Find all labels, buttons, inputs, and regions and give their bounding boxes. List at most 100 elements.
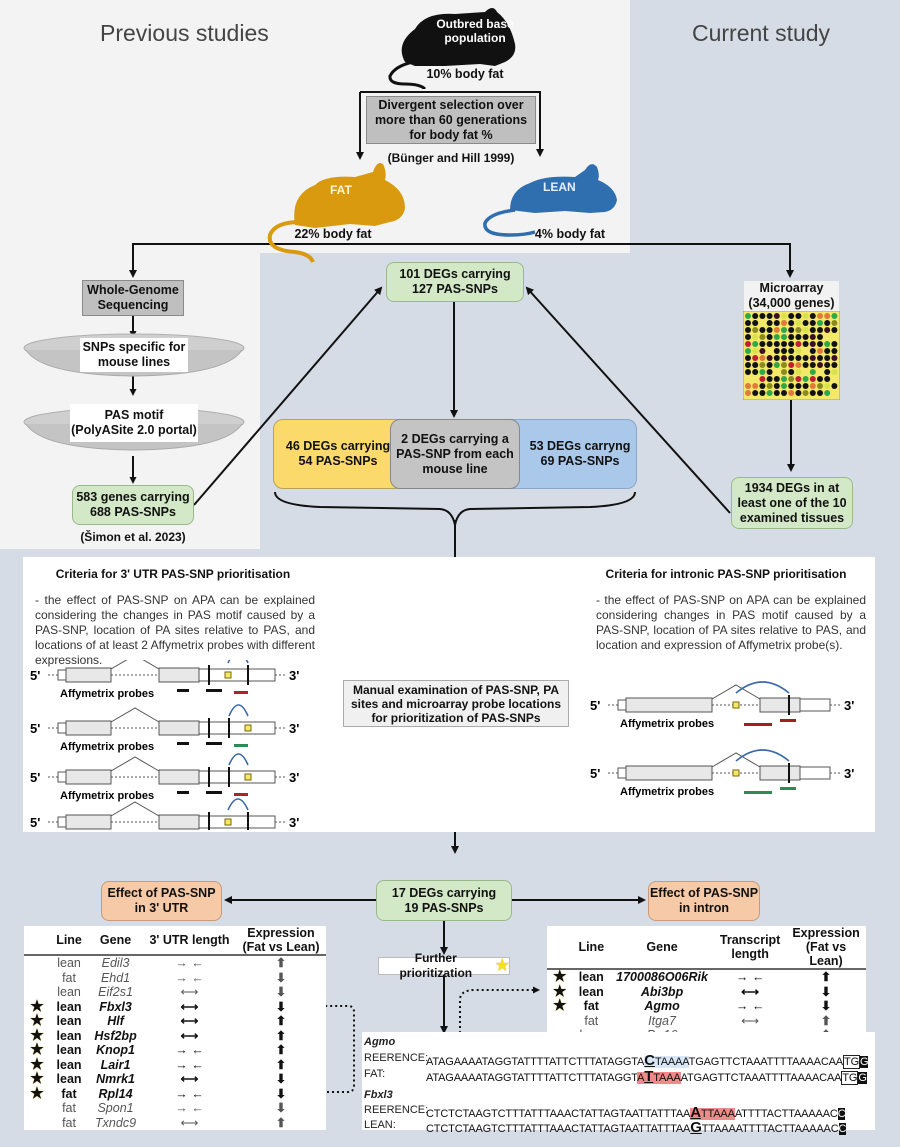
gene-cell: Rpl14 xyxy=(98,1086,133,1101)
filter2-line2: (PolyASite 2.0 portal) xyxy=(71,423,197,437)
microarray-spot xyxy=(759,334,766,340)
microarray-spot xyxy=(809,390,816,396)
arrow-right-to-degs xyxy=(525,286,731,514)
gene-model: 5'3'Affymetrix probes xyxy=(30,660,299,700)
microarray-spot xyxy=(817,341,823,347)
intron-header-expression: Expression(Fat vs Lean) xyxy=(786,926,866,970)
effect-intron-box: Effect of PAS-SNP in intron xyxy=(648,881,760,921)
microarray-spot xyxy=(773,355,780,361)
microarray-spot xyxy=(788,341,795,347)
fat-degs-line2: 54 PAS-SNPs xyxy=(298,454,378,468)
microarray-spot xyxy=(773,334,780,340)
microarray-spot xyxy=(766,362,773,368)
wgs-line2: Sequencing xyxy=(97,298,169,312)
right-result-line1: 1934 DEGs in at xyxy=(744,480,840,495)
left-result-line1: 583 genes carrying xyxy=(76,490,190,504)
microarray-spot xyxy=(759,355,766,361)
star-icon xyxy=(547,1014,572,1029)
microarray-spot xyxy=(759,341,766,347)
gene-cell: Lair1 xyxy=(100,1057,131,1072)
microarray-spot xyxy=(759,376,766,382)
right-result-box: 1934 DEGs in at least one of the 10 exam… xyxy=(731,477,853,529)
effect-intron-line1: Effect of PAS-SNP xyxy=(649,886,759,900)
seq-part: ATAGAAAATAGGTATTTTATTCTTTATAGGTA xyxy=(426,1056,645,1068)
microarray-spot xyxy=(831,390,838,396)
microarray-spot xyxy=(752,376,759,382)
seq-part: ATGAGTTCTAAATTTTAAAACAA xyxy=(680,1072,842,1084)
base-mouse-label-line1: Outbred base xyxy=(436,17,514,31)
microarray-spot xyxy=(773,313,780,319)
base-mouse-icon xyxy=(388,8,516,89)
microarray-spot xyxy=(781,334,787,340)
microarray-spot xyxy=(795,369,802,375)
microarray-spot xyxy=(745,348,751,354)
microarray-spot xyxy=(759,320,766,326)
microarray-spot xyxy=(802,334,809,340)
microarray-spot xyxy=(788,369,795,375)
microarray-spot xyxy=(773,376,780,382)
star-icon xyxy=(24,955,50,971)
intron-header-star xyxy=(547,926,573,970)
microarray-spot xyxy=(802,320,809,326)
microarray-spot xyxy=(752,355,759,361)
seq-stop-codon: TG xyxy=(843,1055,860,1069)
microarray-spot xyxy=(802,369,809,375)
down-arrow-icon: ⬇ xyxy=(275,1101,287,1115)
right-result-line2: least one of the 10 xyxy=(737,495,847,510)
up-arrow-icon: ⬆ xyxy=(275,1115,287,1130)
left-result-line2: 688 PAS-SNPs xyxy=(90,505,176,519)
seq-motif: ATTAAA xyxy=(690,1104,735,1121)
wgs-line1: Whole-Genome xyxy=(87,283,179,297)
down-arrow-icon: ⬇ xyxy=(820,984,832,999)
seq-part: ATTTTACTTAAAAAC xyxy=(734,1108,838,1120)
microarray-spot xyxy=(802,327,809,333)
microarray-spot xyxy=(759,327,766,333)
microarray-spot xyxy=(745,376,751,382)
agmo-alt-sequence: ATAGAAAATAGGTATTTTATTCTTTATAGGTATTAAAATG… xyxy=(426,1068,867,1085)
microarray-spot xyxy=(745,320,751,326)
microarray-spot xyxy=(759,362,766,368)
down-arrow-icon: ⬇ xyxy=(275,1072,287,1086)
microarray-spot xyxy=(773,341,780,347)
line-cell: lean xyxy=(56,1014,82,1028)
svg-text:3': 3' xyxy=(289,770,299,785)
microarray-spot xyxy=(817,369,823,375)
further-prioritization-label: Further prioritization xyxy=(399,951,473,980)
microarray-spot xyxy=(809,355,816,361)
svg-text:5': 5' xyxy=(30,770,40,785)
microarray-spot xyxy=(824,313,831,319)
svg-text:5': 5' xyxy=(30,721,40,736)
microarray-spot xyxy=(809,376,816,382)
microarray-spot xyxy=(824,341,831,347)
microarray-spot xyxy=(752,334,759,340)
microarray-spot xyxy=(781,355,787,361)
microarray-spot xyxy=(824,334,831,340)
seq-end: C xyxy=(837,1108,846,1120)
star-icon xyxy=(24,1101,50,1116)
microarray-spot xyxy=(745,313,751,319)
microarray-spot xyxy=(759,313,766,319)
microarray-spot xyxy=(788,320,795,326)
microarray-spot xyxy=(752,320,759,326)
seq-part: CTCTCTAAGTCTTTATTTAAACTATTAGTAATTATTTAA xyxy=(426,1123,691,1135)
line-cell: fat xyxy=(62,970,76,985)
line-cell: lean xyxy=(57,985,81,999)
intron-header-expression-line1: Expression xyxy=(792,926,860,940)
star-icon xyxy=(24,1116,50,1131)
microarray-spot xyxy=(788,334,795,340)
agmo-ref-label: REERENCE: xyxy=(364,1052,429,1064)
fbxl3-ref-sequence: CTCTCTAAGTCTTTATTTAAACTATTAGTAATTATTTAAA… xyxy=(426,1104,846,1121)
gene-model: 5'3'Affymetrix probes xyxy=(30,753,299,802)
shortening-arrows-icon: → ← xyxy=(175,956,204,970)
lengthening-arrow-icon: ⟷ xyxy=(180,985,199,999)
microarray-grid-icon xyxy=(743,311,840,400)
gene-cell: Edil3 xyxy=(101,956,130,970)
microarray-spot xyxy=(766,390,773,396)
lean-mouse-icon xyxy=(483,164,617,237)
fbxl3-alt-label: LEAN: xyxy=(364,1119,396,1131)
microarray-spot xyxy=(795,390,802,396)
microarray-spot xyxy=(745,369,751,375)
